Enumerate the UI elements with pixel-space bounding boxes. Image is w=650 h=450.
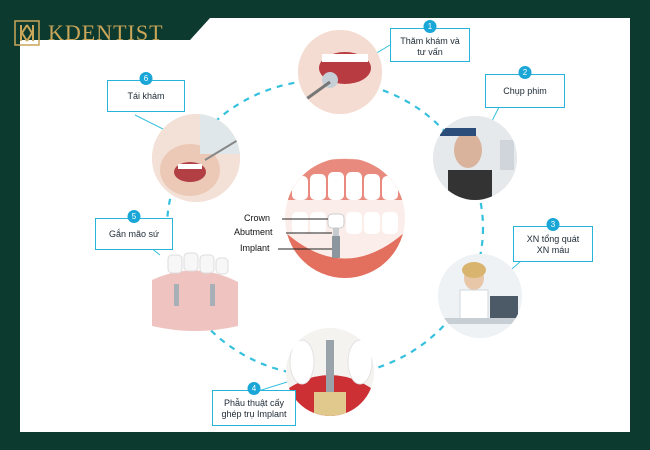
step-2-number: 2 xyxy=(518,66,532,79)
crown-label: Crown xyxy=(244,213,271,223)
step-3-number: 3 xyxy=(546,218,560,231)
photo-doctor xyxy=(438,254,522,338)
step-4-number: 4 xyxy=(247,382,261,395)
step-6-number: 6 xyxy=(139,72,153,85)
step-5-label-line-1: Gắn mão sứ xyxy=(108,229,160,239)
photo-surgery xyxy=(286,328,374,416)
connector-6 xyxy=(134,114,166,131)
step-1-label-line-1: Thăm khám và xyxy=(400,36,460,46)
step-1-label-line-2: tư vấn xyxy=(417,47,443,57)
center-implant-illustration xyxy=(278,158,405,278)
photo-recheck xyxy=(152,114,240,202)
step-5-box: 5 Gắn mão sứ xyxy=(95,210,173,250)
step-3-label-line-1: XN tổng quát xyxy=(526,234,580,244)
implant-label: Implant xyxy=(240,243,270,253)
step-4-box: 4 Phẫu thuật cấy ghép trụ Implant xyxy=(212,382,296,426)
step-6-label-line-1: Tái khám xyxy=(127,91,165,101)
photo-exam xyxy=(298,30,382,114)
abutment-label: Abutment xyxy=(234,227,273,237)
photo-xray xyxy=(433,116,517,200)
kk-logo-icon xyxy=(14,20,40,46)
step-3-box: 3 XN tổng quát XN máu xyxy=(513,218,593,262)
step-1-number: 1 xyxy=(423,20,437,33)
step-2-label-line-1: Chụp phim xyxy=(503,86,547,96)
step-1-box: 1 Thăm khám và tư vấn xyxy=(390,20,470,62)
step-4-label-line-1: Phẫu thuật cấy xyxy=(223,398,285,408)
step-6-box: 6 Tái khám xyxy=(107,72,185,112)
photo-bridge xyxy=(148,243,238,331)
step-5-number: 5 xyxy=(127,210,141,223)
header-notch xyxy=(20,18,210,40)
step-3-label-line-2: XN máu xyxy=(536,245,570,255)
step-4-label-line-2: ghép trụ Implant xyxy=(221,409,287,419)
step-2-box: 2 Chụp phim xyxy=(485,66,565,108)
brand-name: KDENTIST xyxy=(48,20,164,45)
brand-logo: KDENTIST xyxy=(14,18,164,48)
